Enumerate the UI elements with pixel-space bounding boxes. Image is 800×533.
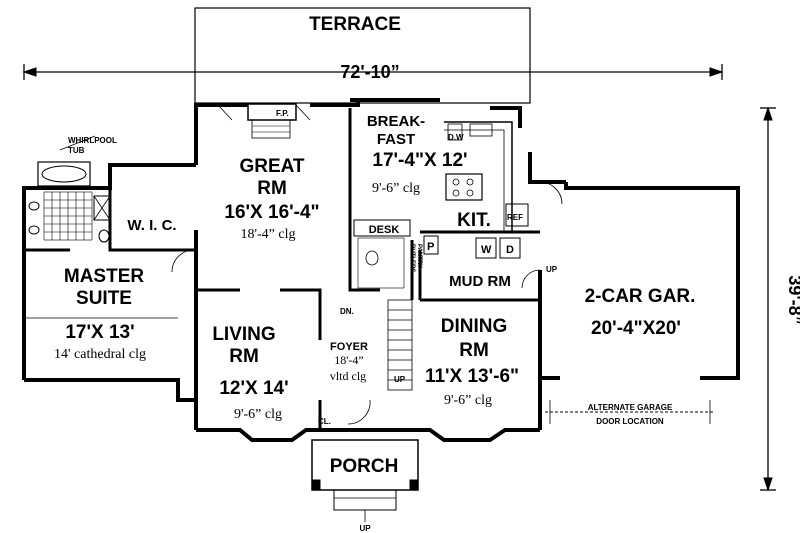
mud-room-label: MUD RM (449, 273, 511, 290)
great-size: 16'X 16'-4" (224, 202, 319, 223)
kitchen-counter (444, 121, 513, 232)
great-ceiling: 18'-4” clg (240, 227, 295, 242)
terrace-label: TERRACE (309, 14, 401, 35)
living-name-1: LIVING (212, 324, 275, 345)
garage-size: 20'-4"X20' (591, 318, 681, 339)
porch-up-label: UP (359, 524, 371, 533)
bath-tile-floor (43, 191, 93, 241)
great-name-2: RM (257, 178, 287, 199)
kitchen-label: KIT. (457, 210, 491, 231)
closet-label: CL. (318, 417, 331, 426)
fireplace (247, 103, 297, 121)
foyer-height: 18'-4” (334, 353, 363, 367)
dining-name-2: RM (459, 340, 489, 361)
whirlpool-label-1: WHIRLPOOL (68, 136, 117, 145)
foyer-name: FOYER (330, 341, 368, 353)
whirlpool-label-2: TUB (68, 146, 85, 155)
living-ceiling: 9'-6” clg (234, 407, 282, 422)
terrace-outline (194, 7, 531, 104)
kitchen-island (445, 173, 483, 201)
desk-label: DESK (369, 224, 400, 236)
master-size: 17'X 13' (65, 322, 134, 343)
alt-garage-label-2: DOOR LOCATION (596, 417, 664, 426)
foyer-ceiling: vltd clg (330, 369, 366, 383)
great-name-1: GREAT (239, 156, 304, 177)
master-name-2: SUITE (76, 288, 132, 309)
living-size: 12'X 14' (219, 378, 288, 399)
wic-label: W. I. C. (127, 217, 176, 234)
fireplace-label: F.P. (276, 109, 289, 118)
overall-depth-label: 39'-8” (785, 275, 800, 324)
overall-width-label: 72'-10” (340, 62, 399, 82)
living-name-2: RM (229, 346, 259, 367)
butlers-pantry-label-2: PANTRY (416, 244, 422, 268)
staircase (387, 299, 413, 391)
stairs-up-label: UP (394, 375, 406, 384)
washer-label: W (481, 244, 492, 256)
butlers-pantry-label-1: BUTLERS (409, 244, 415, 272)
mud-room-up-label: UP (546, 265, 558, 274)
porch-steps (333, 489, 397, 511)
garage-name: 2-CAR GAR. (585, 286, 696, 307)
dishwasher-label: D.W (448, 133, 464, 142)
breakfast-ceiling: 9'-6” clg (372, 181, 420, 196)
pantry-label: P (427, 241, 434, 253)
breakfast-name-1: BREAK- (367, 113, 425, 130)
dining-name-1: DINING (441, 316, 508, 337)
stairs-down-label: DN. (340, 307, 354, 316)
dryer-label: D (506, 244, 514, 256)
refrigerator-label: REF (507, 213, 523, 222)
breakfast-name-2: FAST (377, 131, 415, 148)
master-name-1: MASTER (64, 266, 145, 287)
porch-label: PORCH (330, 456, 399, 477)
dining-size: 11'X 13'-6" (425, 366, 519, 387)
dining-ceiling: 9'-6” clg (444, 393, 492, 408)
master-ceiling: 14' cathedral clg (54, 347, 146, 362)
alt-garage-label-1: ALTERNATE GARAGE (588, 403, 673, 412)
breakfast-size: 17'-4"X 12' (372, 150, 467, 171)
whirlpool-tub (37, 161, 91, 187)
